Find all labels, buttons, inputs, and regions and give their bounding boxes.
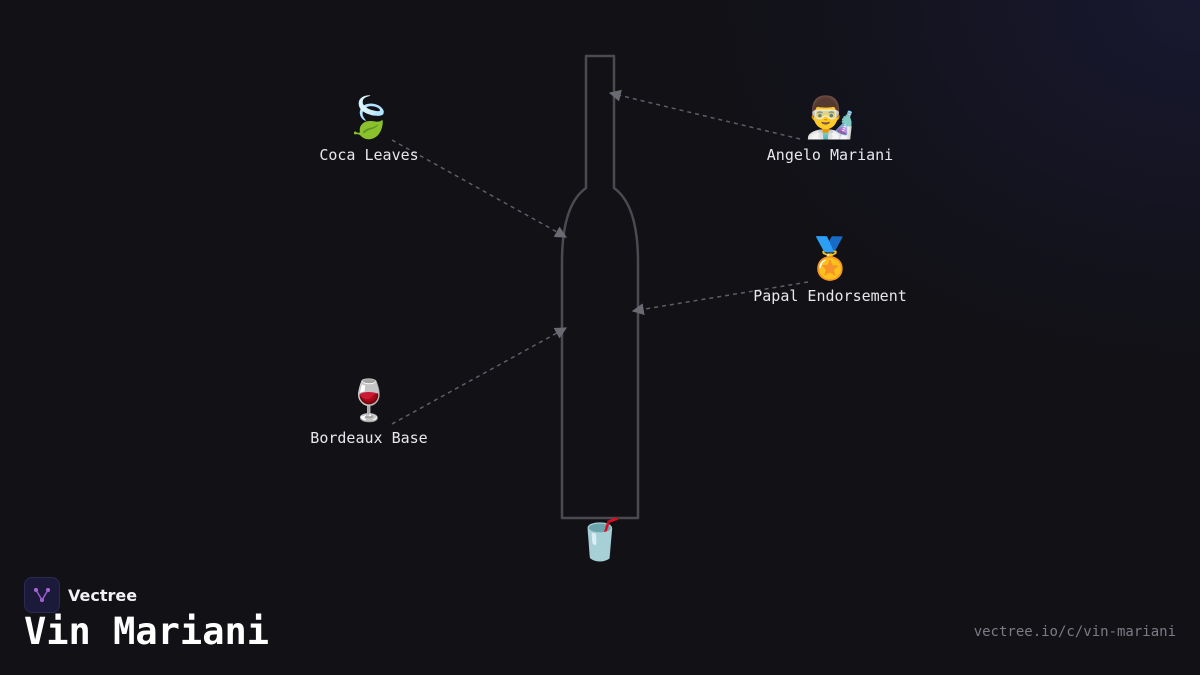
connector-coca-leaves — [391, 139, 568, 238]
bottle-bottom: 🥤 — [490, 516, 710, 564]
node-angelo-mariani: 👨‍🔬 Angelo Mariani — [720, 94, 940, 164]
connector-papal-endorsement — [631, 281, 809, 316]
brand[interactable]: Vectree — [24, 577, 137, 613]
connector-bordeaux-base — [391, 327, 568, 425]
node-coca-leaves: 🍃 Coca Leaves — [259, 94, 479, 164]
wine-glass-icon: 🍷 — [344, 378, 394, 424]
leaf-icon: 🍃 — [344, 95, 394, 141]
node-label: Papal Endorsement — [753, 287, 907, 305]
node-label: Angelo Mariani — [766, 146, 894, 164]
node-bordeaux-base: 🍷 Bordeaux Base — [259, 377, 479, 447]
cup-with-straw-icon: 🥤 — [575, 517, 625, 563]
scientist-icon: 👨‍🔬 — [805, 95, 855, 141]
connector-angelo-mariani — [608, 89, 801, 140]
vectree-logo-icon — [24, 577, 60, 613]
node-label: Coca Leaves — [319, 146, 419, 164]
medal-icon: 🏅 — [805, 236, 855, 282]
brand-name: Vectree — [68, 585, 138, 605]
bottle-outline — [560, 54, 640, 520]
node-label: Bordeaux Base — [310, 429, 428, 447]
node-papal-endorsement: 🏅 Papal Endorsement — [720, 235, 940, 305]
source-url[interactable]: vectree.io/c/vin-mariani — [973, 624, 1176, 640]
page-title: Vin Mariani — [24, 610, 270, 653]
